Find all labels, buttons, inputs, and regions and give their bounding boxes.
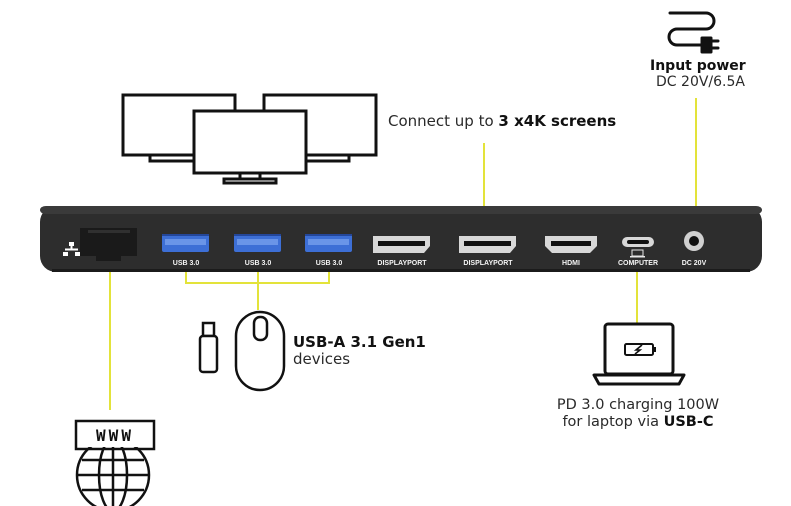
line-usb xyxy=(185,270,330,310)
usb-c-port xyxy=(622,237,654,258)
usb-stick-icon xyxy=(198,321,219,374)
ethernet-port xyxy=(80,228,137,261)
usb-a-port-3 xyxy=(305,234,352,252)
mouse-icon xyxy=(234,310,286,392)
power-title: Input power xyxy=(650,58,746,74)
dc-jack xyxy=(684,231,704,251)
monitor-center-icon xyxy=(192,109,308,185)
port-label-usb-2: USB 3.0 xyxy=(245,260,272,267)
laptop-battery-icon xyxy=(592,322,686,386)
usb-a-port-2 xyxy=(234,234,281,252)
laptop-caption-line2-strong: USB-C xyxy=(663,414,714,430)
hdmi-port xyxy=(545,236,597,253)
globe-icon xyxy=(75,437,151,506)
power-plug-icon xyxy=(667,11,720,54)
usb-devices-title: USB-A 3.1 Gen1 xyxy=(293,333,426,351)
port-label-usb-1: USB 3.0 xyxy=(173,260,200,267)
www-box-fill xyxy=(78,423,152,447)
usb-devices-subtitle: devices xyxy=(293,350,351,368)
port-label-dc: DC 20V xyxy=(682,260,707,267)
displayport-port-2 xyxy=(459,236,516,253)
port-label-hdmi: HDMI xyxy=(562,260,580,267)
power-spec: DC 20V/6.5A xyxy=(656,74,745,90)
port-label-displayport-1: DISPLAYPORT xyxy=(377,260,427,267)
screens-caption: Connect up to 3 x4K screens xyxy=(388,112,616,130)
laptop-caption-line1: PD 3.0 charging 100W xyxy=(556,397,720,413)
monitors-icon xyxy=(121,93,378,185)
screens-caption-prefix: Connect up to xyxy=(388,112,499,130)
port-label-displayport-2: DISPLAYPORT xyxy=(463,260,513,267)
port-label-usb-3: USB 3.0 xyxy=(316,260,343,267)
www-label: WWW xyxy=(96,426,134,445)
laptop-caption-line2-prefix: for laptop via xyxy=(562,414,664,430)
port-label-computer: COMPUTER xyxy=(618,260,658,267)
displayport-port-1 xyxy=(373,236,430,253)
screens-caption-strong: 3 x4K screens xyxy=(498,112,617,130)
laptop-caption-line2: for laptop via USB-C xyxy=(548,414,728,430)
usb-a-port-1 xyxy=(162,234,209,252)
network-icon xyxy=(63,242,80,256)
